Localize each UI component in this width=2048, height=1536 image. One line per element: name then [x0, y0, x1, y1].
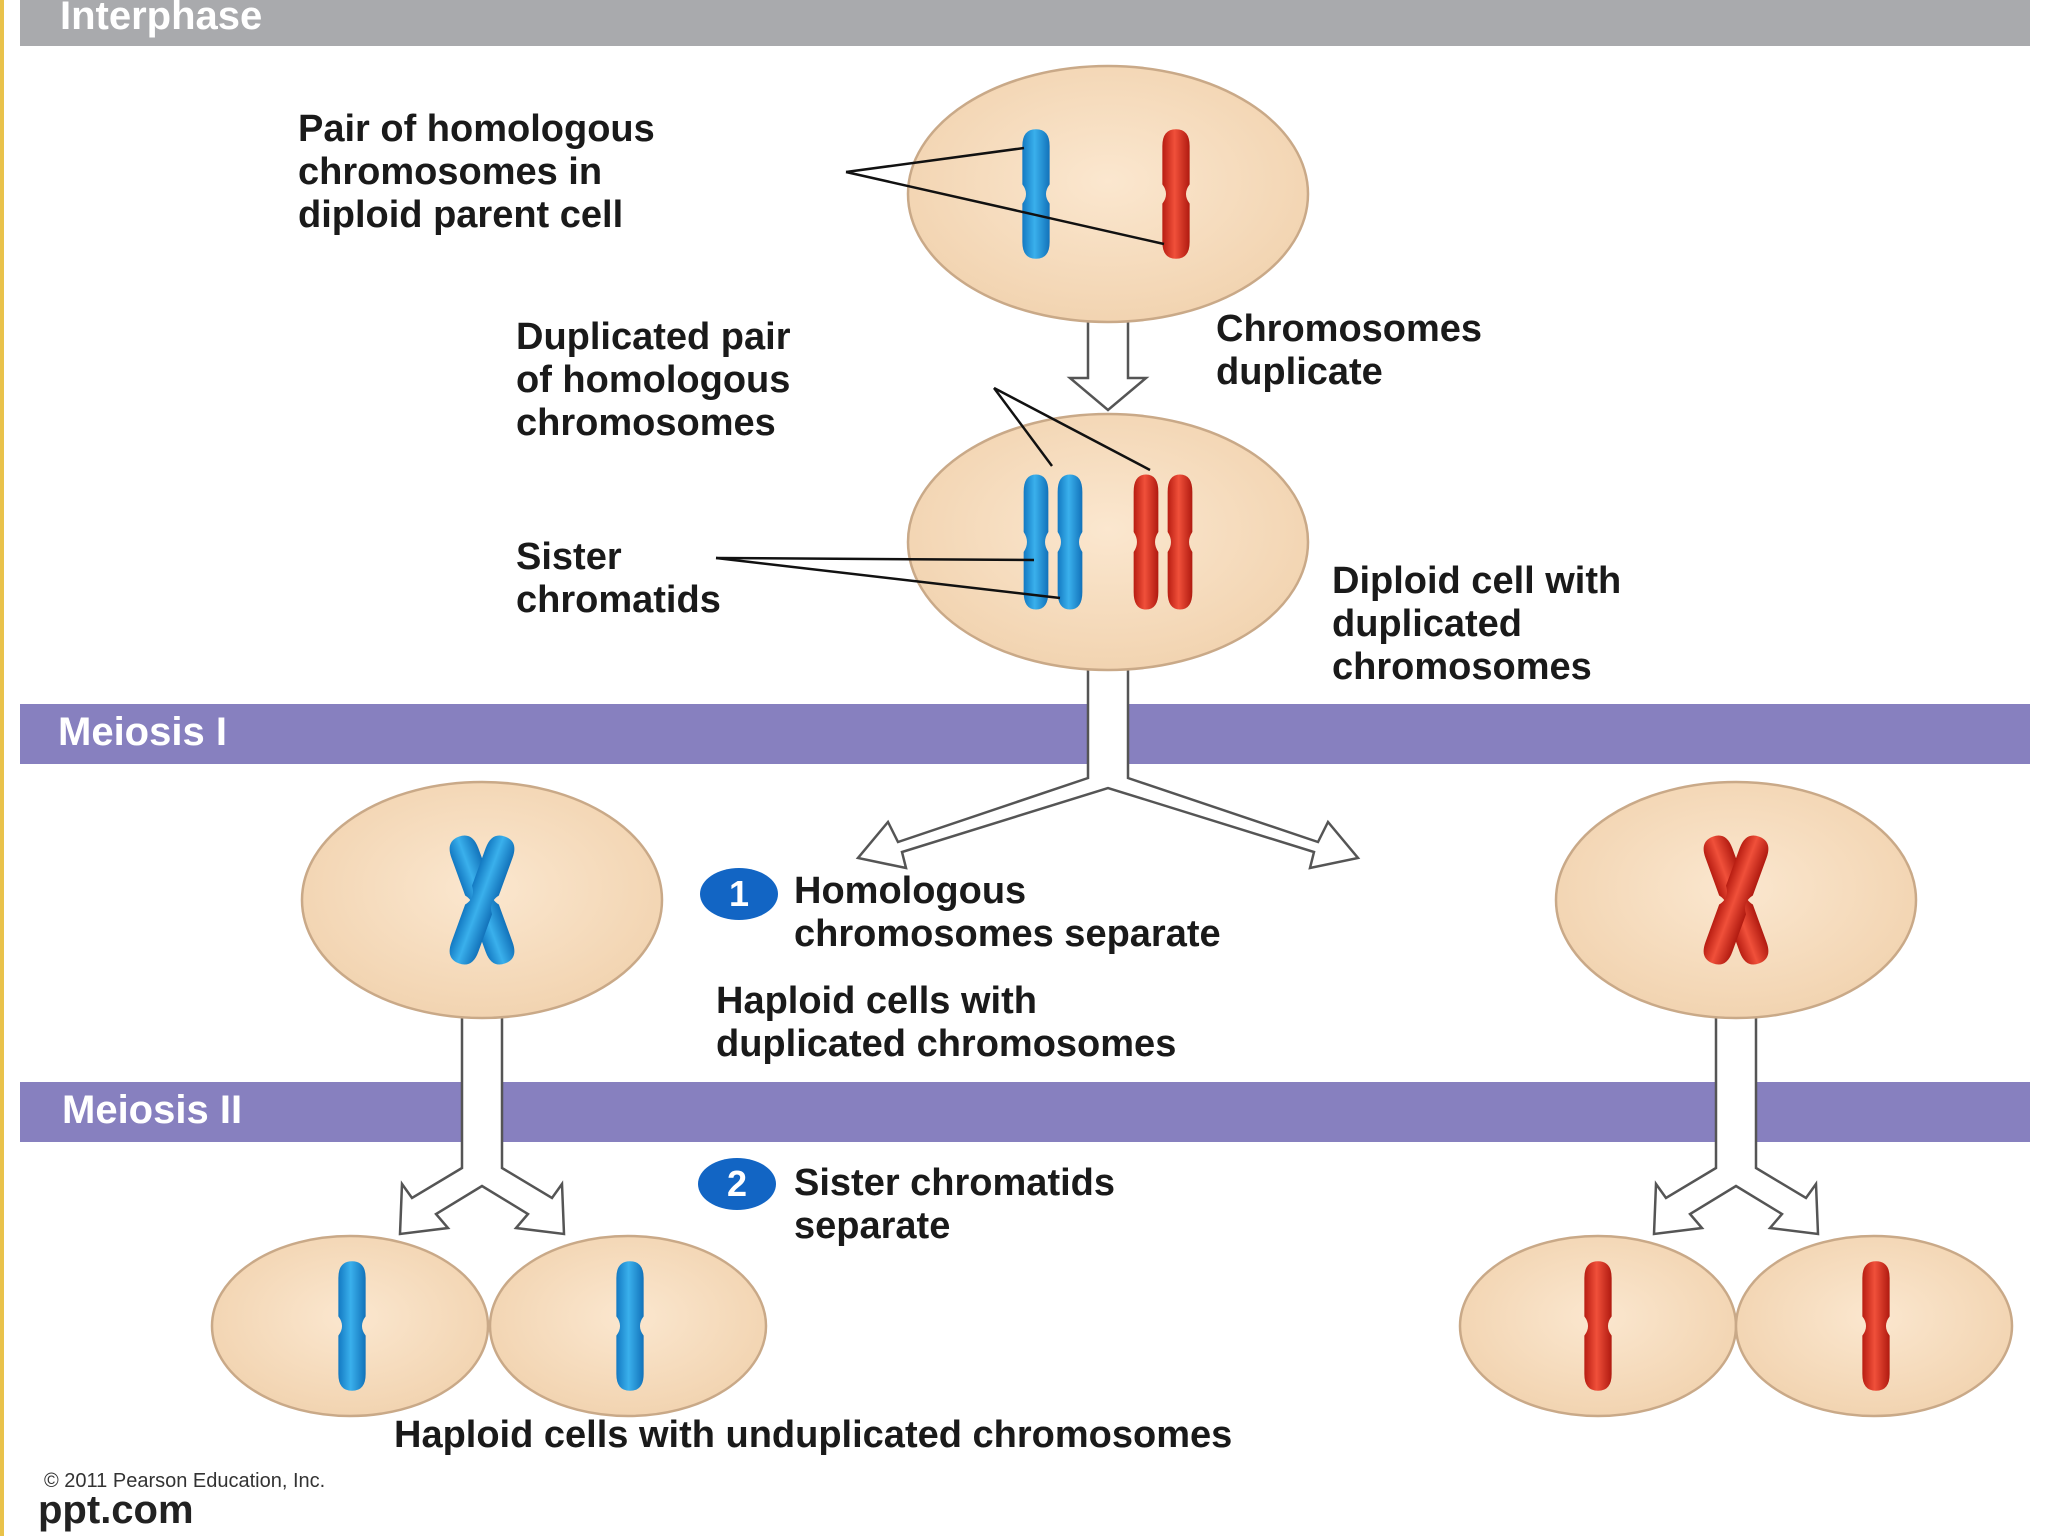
leader-homolog-blue: [845, 146, 1025, 174]
red-daughter-chromosome-1: [1584, 1261, 1612, 1391]
leader-sister-b: [715, 556, 1061, 600]
red-sister-chromatid-b: [1167, 474, 1193, 610]
blue-sister-chromatid-a: [1023, 474, 1049, 610]
blue-homolog: [1022, 129, 1050, 259]
leader-duplicated-red: [993, 386, 1151, 472]
red-daughter-chromosome-2: [1862, 1261, 1890, 1391]
leader-lines: [715, 146, 1165, 600]
meiosis-2-split-arrow-left: [398, 1008, 566, 1236]
interphase-label: Interphase: [60, 0, 263, 38]
meiosis-2-band: [20, 1082, 2030, 1142]
duplicated-pair-label: Duplicated pair of homologous chromosome…: [516, 316, 791, 444]
blue-sister-chromatid-b: [1057, 474, 1083, 610]
step-1-badge: 1: [700, 868, 778, 920]
duplication-arrow: [1066, 316, 1150, 412]
red-homolog: [1162, 129, 1190, 259]
meiosis-1-label: Meiosis I: [58, 710, 227, 754]
leader-sister-a: [715, 556, 1035, 562]
watermark-text: ppt.com: [38, 1488, 194, 1532]
sister-separate-label: Sister chromatids separate: [794, 1162, 1115, 1247]
meiosis-1-split-arrow: [855, 660, 1361, 870]
sister-chromatids-label: Sister chromatids: [516, 536, 721, 621]
homologous-pair-label: Pair of homologous chromosomes in diploi…: [298, 108, 655, 236]
haploid-unduplicated-label: Haploid cells with unduplicated chromoso…: [394, 1414, 1233, 1456]
step-2-badge: 2: [698, 1158, 776, 1210]
slide-edge-accent: [0, 0, 4, 1536]
chromosomes-duplicate-label: Chromosomes duplicate: [1216, 308, 1483, 393]
diploid-duplicated-cell: [906, 412, 1310, 672]
red-sister-chromatid-a: [1133, 474, 1159, 610]
blue-daughter-chromosome-2: [616, 1261, 644, 1391]
interphase-band: [20, 0, 2030, 46]
arrows: [398, 316, 1820, 1236]
blue-daughter-chromosome-1: [338, 1261, 366, 1391]
meiosis-1-band: [20, 704, 2030, 764]
haploid-duplicated-label: Haploid cells with duplicated chromosome…: [716, 980, 1177, 1065]
meiosis-2-split-arrow-right: [1652, 1008, 1820, 1236]
diploid-duplicated-label: Diploid cell with duplicated chromosomes: [1332, 560, 1622, 688]
leader-homolog-red: [845, 170, 1165, 246]
leader-duplicated-blue: [992, 387, 1054, 467]
homologous-separate-label: Homologous chromosomes separate: [794, 870, 1221, 955]
meiosis-2-label: Meiosis II: [62, 1088, 243, 1132]
copyright-notice: © 2011 Pearson Education, Inc.: [44, 1470, 326, 1492]
diploid-parent-cell: [906, 64, 1310, 324]
